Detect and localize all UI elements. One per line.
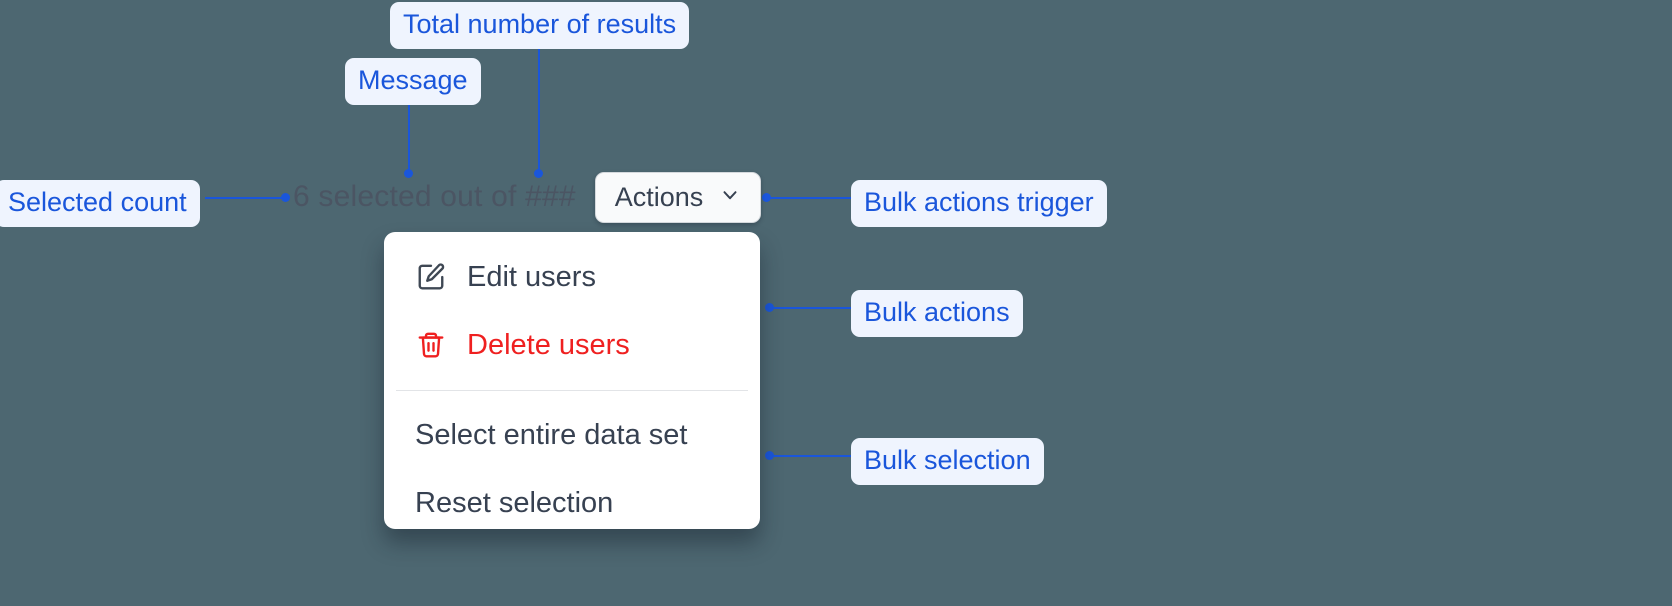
- connector-message: [408, 95, 410, 173]
- menu-item-label: Reset selection: [415, 486, 614, 519]
- annotation-total-results: Total number of results: [390, 2, 690, 49]
- edit-pencil-icon: [415, 261, 447, 293]
- annotation-selected-count: Selected count: [0, 180, 200, 227]
- annotation-bulk-actions: Bulk actions: [851, 290, 1023, 337]
- bulk-actions-menu[interactable]: Edit users Delete users Select: [384, 232, 760, 529]
- bulk-selection-group: Select entire data set Reset selection: [384, 401, 760, 529]
- connector-total-results: [538, 40, 540, 173]
- menu-item-select-entire-data-set[interactable]: Select entire data set: [384, 401, 760, 469]
- connector-dot-selected-count: [281, 193, 290, 202]
- annotation-message: Message: [345, 58, 481, 105]
- menu-separator: [396, 390, 748, 391]
- menu-item-label: Select entire data set: [415, 418, 688, 451]
- connector-dot-bulk-actions: [765, 303, 774, 312]
- menu-item-edit-users[interactable]: Edit users: [384, 243, 760, 311]
- selected-count-message: 6 selected out of ###: [293, 180, 576, 213]
- bulk-actions-trigger-label: Actions: [614, 182, 704, 212]
- connector-dot-bulk-selection: [765, 451, 774, 460]
- connector-bulk-selection: [772, 455, 855, 457]
- connector-dot-total-results: [534, 169, 543, 178]
- chevron-down-icon: [719, 184, 741, 211]
- menu-item-label: Delete users: [467, 328, 630, 361]
- menu-item-reset-selection[interactable]: Reset selection: [384, 469, 760, 529]
- annotation-bulk-selection: Bulk selection: [851, 438, 1044, 485]
- connector-bulk-actions-trigger: [765, 197, 855, 199]
- menu-item-delete-users[interactable]: Delete users: [384, 311, 760, 379]
- connector-dot-bulk-actions-trigger: [762, 193, 771, 202]
- trash-icon: [415, 329, 447, 361]
- menu-item-label: Edit users: [467, 260, 596, 293]
- bulk-actions-group: Edit users Delete users: [384, 243, 760, 379]
- connector-selected-count: [205, 197, 287, 199]
- connector-bulk-actions: [772, 307, 855, 309]
- connector-dot-message: [404, 169, 413, 178]
- bulk-actions-trigger-button[interactable]: Actions: [595, 172, 761, 223]
- annotation-bulk-actions-trigger: Bulk actions trigger: [851, 180, 1107, 227]
